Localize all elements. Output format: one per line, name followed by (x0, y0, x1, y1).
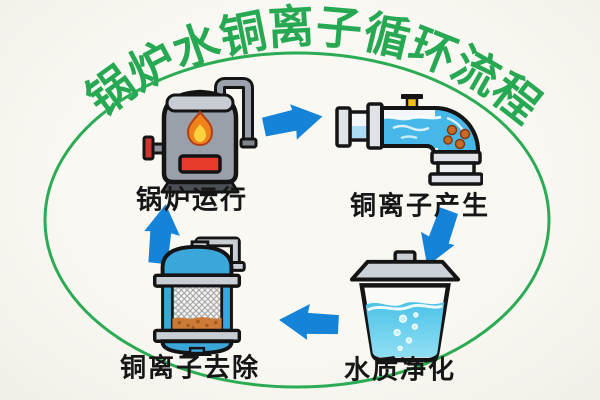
copper-ions-icon (443, 124, 471, 150)
arrow-removal-to-boiler-icon (144, 204, 180, 265)
arrow-generation-to-purification-icon (421, 207, 459, 267)
arrow-boiler-to-generation-icon (261, 104, 323, 140)
water-purification-label: 水质净化 (343, 354, 457, 385)
water-pipe-icon (335, 94, 483, 186)
title-char: 离 (266, 0, 316, 55)
water-beaker-icon (349, 250, 461, 363)
boiler-icon (142, 77, 258, 194)
copper-ion-generation-label: 铜离子产生 (349, 190, 491, 221)
bubbles-icon (393, 312, 419, 352)
copper-ion-removal-label: 铜离子去除 (119, 352, 261, 383)
title-char: 铜 (215, 3, 271, 64)
title-char: 子 (313, 0, 365, 57)
boiler-operation-label: 锅炉运行 (135, 184, 249, 215)
arrow-purification-to-removal-icon (279, 303, 339, 340)
filter-vessel-icon (152, 236, 246, 356)
copper-deposit-icon (172, 317, 222, 331)
